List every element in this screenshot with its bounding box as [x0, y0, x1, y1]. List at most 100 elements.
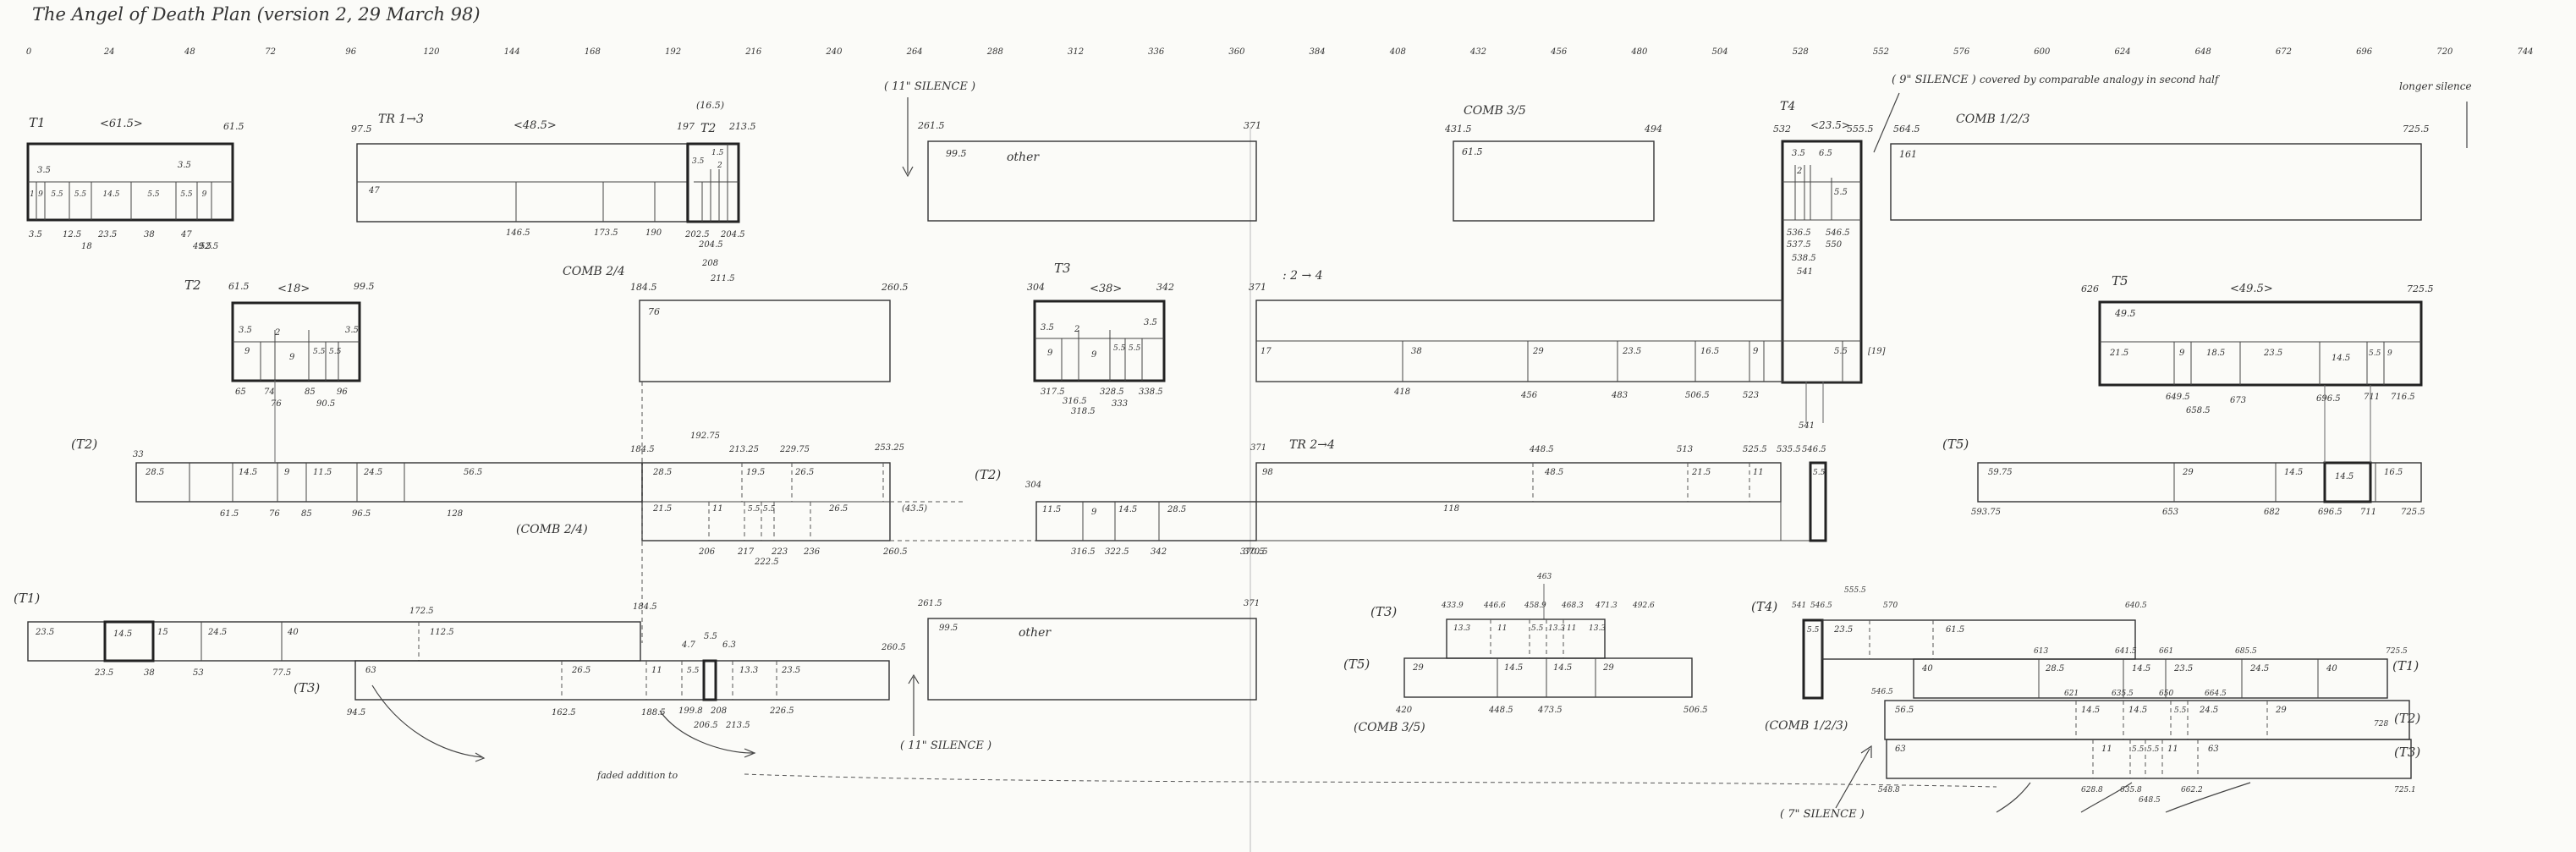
scale-tick-label: 312 — [1068, 47, 1084, 57]
row-comb24-c2: 19.5 — [746, 468, 765, 477]
comb24-label: COMB 2/4 — [563, 265, 625, 278]
row-t2c-c2: 14.5 — [2081, 706, 2100, 715]
row-t2-c4: 11.5 — [313, 468, 332, 477]
row-t3c: (COMB 1/2/3) (T3) 63 11 5.5 5.5 11 63 54… — [596, 719, 2420, 821]
row-t2b-b3: 342 — [1151, 547, 1167, 557]
row-t3-c6: 23.5 — [781, 666, 800, 675]
t2-start: 61.5 — [228, 281, 250, 292]
row-t3b-t6: 471.3 — [1595, 602, 1618, 610]
row-comb24-c8: 26.5 — [828, 504, 848, 514]
scale-tick-label: 744 — [2517, 47, 2533, 57]
t2-cell-1: 9 — [244, 347, 250, 356]
row-t3b-t5: 468.3 — [1561, 602, 1584, 610]
block-comb123: COMB 1/2/3 564.5 725.5 161 — [1890, 113, 2430, 221]
t5-cell-7: 9 — [2387, 349, 2392, 358]
row-t5-c3: 14.5 — [2284, 468, 2303, 477]
row-t2b-b1: 316.5 — [1071, 547, 1096, 557]
row-t4-c3: 61.5 — [1946, 625, 1964, 635]
row-t3b-t1: 433.9 — [1441, 602, 1464, 610]
t2-end: 99.5 — [354, 281, 375, 292]
row-t3b-c1: 13.3 — [1453, 624, 1470, 633]
row-comb24-c5: 11 — [712, 504, 723, 514]
t2-top-1: 3.5 — [239, 326, 252, 335]
t1-cell: 14.5 — [102, 190, 119, 199]
row-t2-b4: 96.5 — [352, 509, 371, 519]
t4long-cell-7: 5.5 — [1834, 347, 1848, 356]
row-t1b-c1: 40 — [1921, 664, 1933, 673]
row-tr24-c3: 48.5 — [1544, 468, 1563, 477]
row-t1b-c6: 40 — [2326, 664, 2337, 673]
t3-b6: 338.5 — [1139, 388, 1163, 397]
silence-note-9: ( 9" SILENCE ) covered by comparable ana… — [1873, 74, 2472, 153]
row-comb24-c4: 21.5 — [652, 504, 672, 514]
row-t2c-label: (T2) — [2394, 711, 2420, 726]
row-t1b-c3: 14.5 — [2132, 664, 2150, 673]
t5-b7: 716.5 — [2391, 393, 2415, 402]
row-t5b-label: (T5) — [1343, 657, 1370, 672]
t4-b3: 538.5 — [1792, 254, 1816, 263]
row-t3-c5: 13.3 — [739, 666, 758, 675]
block-comb24: COMB 2/4 184.5 260.5 76 — [563, 265, 909, 382]
row-t3c-b2: 628.8 — [2081, 786, 2103, 794]
row-t2b-c3: 14.5 — [1118, 505, 1137, 514]
scale-tick-label: 432 — [1469, 47, 1486, 57]
t2-b6: 96 — [337, 388, 348, 397]
row-t3b-t2: 446.6 — [1483, 602, 1506, 610]
row-t2c-t2: 635.5 — [2112, 690, 2134, 698]
row-tr24-label: TR 2→4 — [1289, 438, 1335, 452]
row-t2c-c6: 29 — [2275, 706, 2287, 715]
row-comb24-c6: 5.5 — [748, 505, 761, 514]
row-t2b-c2: 9 — [1091, 508, 1097, 517]
t3-b1: 317.5 — [1041, 388, 1065, 397]
comb123-start: 564.5 — [1893, 124, 1920, 135]
t4-b2: 537.5 — [1787, 240, 1811, 250]
comb35-bottom-label: (COMB 3/5) — [1354, 721, 1425, 734]
row-t2-label: (T2) — [71, 437, 97, 452]
row-t5-c2: 29 — [2182, 468, 2194, 477]
t2-b5: 90.5 — [316, 399, 335, 409]
row-t3b-c2: 11 — [1497, 624, 1507, 633]
row-comb24-m1: 184.5 — [630, 445, 655, 454]
t4long-b4: 506.5 — [1685, 391, 1710, 400]
scale-tick-label: 24 — [103, 47, 115, 57]
row-t1b-c4: 23.5 — [2173, 664, 2193, 673]
row-t1-c3: 15 — [157, 628, 168, 637]
row-t2b-c4: 28.5 — [1167, 505, 1186, 514]
t3-cell-4: 5.5 — [1129, 344, 1141, 353]
row-t1-b2: 38 — [144, 668, 155, 678]
t4-start: 532 — [1773, 124, 1791, 135]
t5-b6: 711 — [2364, 393, 2380, 402]
row-comb24-label: (COMB 2/4) — [516, 523, 588, 536]
t5-b3: 658.5 — [2186, 406, 2211, 415]
row-comb24-b4: 236 — [803, 547, 821, 557]
t3-end: 342 — [1156, 282, 1174, 293]
t3-top-1: 3.5 — [1041, 323, 1054, 333]
row-t3-t3: 6.3 — [722, 640, 736, 650]
row-t3-u1: 206.5 — [693, 721, 718, 730]
t3-duration: <38> — [1090, 283, 1122, 295]
row-t3b: (T3) 433.9 446.6 458.9 463 468.3 471.3 4… — [1370, 573, 1655, 659]
scale-tick-label: 48 — [184, 47, 195, 57]
t1-cell: 5.5 — [51, 190, 63, 199]
t4long-b3: 483 — [1611, 391, 1628, 400]
t4-top-2: 6.5 — [1819, 149, 1832, 158]
t5-cell-3: 18.5 — [2206, 349, 2225, 358]
t4-end: 555.5 — [1847, 124, 1874, 135]
block-t2: T2 61.5 <18> 99.5 3.5 2 3.5 9 9 5.5 5.5 … — [184, 278, 375, 409]
row-t2c-t4: 664.5 — [2205, 690, 2227, 698]
row-tr24-m3: 525.5 — [1743, 445, 1767, 454]
t5-b4: 673 — [2230, 396, 2246, 405]
t5-end: 725.5 — [2407, 283, 2434, 294]
row-t2c-t1: 621 — [2064, 690, 2079, 698]
row-t2c-c4: 5.5 — [2174, 706, 2187, 715]
block-comb35: COMB 3/5 431.5 494 61.5 — [1444, 104, 1662, 222]
row-t2b-b4: 370.5 — [1240, 547, 1265, 557]
row-t3c-c3: 5.5 — [2132, 745, 2145, 754]
block-t4-long: : 2 → 4 371 17 38 29 23.5 16.5 9 5.5 [19… — [1249, 269, 1886, 431]
tr13-cell: 47 — [368, 186, 380, 195]
scale-tick-label: 240 — [825, 47, 843, 57]
silence-9: ( 9" SILENCE ) — [1892, 74, 1976, 86]
t3-b5: 333 — [1112, 399, 1128, 409]
row-t3c-c4: 5.5 — [2147, 745, 2160, 754]
